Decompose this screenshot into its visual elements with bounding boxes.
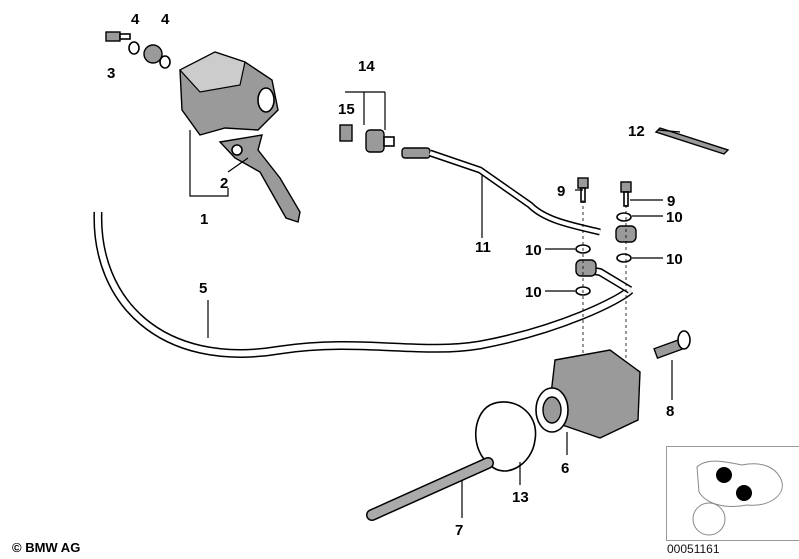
callout-14: 14 [358,58,375,75]
motorcycle-icon [692,460,783,536]
connector-part-14 [339,124,395,153]
brake-line-part-11 [401,147,637,277]
master-cylinder-part-1 [179,51,279,136]
bolt-part-8 [653,330,691,360]
slave-cylinder-part-6 [535,349,641,439]
cable-tie-part-12 [654,127,730,155]
callout-9: 9 [667,193,675,210]
callout-13: 13 [512,489,529,506]
washer-part-4 [128,41,171,69]
bolt-part-9 [577,177,632,207]
hose-part-5 [87,67,634,358]
callout-1: 1 [200,211,208,228]
callout-5: 5 [199,280,207,297]
callout-10: 10 [525,284,542,301]
lever-part-2 [218,134,301,223]
callout-15: 15 [338,101,355,118]
callout-10: 10 [525,242,542,259]
callout-6: 6 [561,460,569,477]
motorcycle-location-thumbnail [666,446,799,541]
callout-10: 10 [666,209,683,226]
screw-part-3 [105,31,131,42]
callout-4: 4 [161,11,170,28]
callout-11: 11 [475,239,491,256]
location-dot [716,467,732,483]
callout-3: 3 [107,65,115,82]
copyright: © BMW AG [12,540,81,555]
leader-lines [189,91,681,518]
callout-9: 9 [557,183,565,200]
callout-4: 4 [131,11,140,28]
callout-8: 8 [666,403,674,420]
callout-12: 12 [628,123,645,140]
location-dot [736,485,752,501]
callout-2: 2 [220,175,228,192]
image-code: 00051161 [667,542,720,556]
pushrod-part-7 [366,457,494,521]
callout-7: 7 [455,522,463,539]
callout-10: 10 [666,251,683,268]
